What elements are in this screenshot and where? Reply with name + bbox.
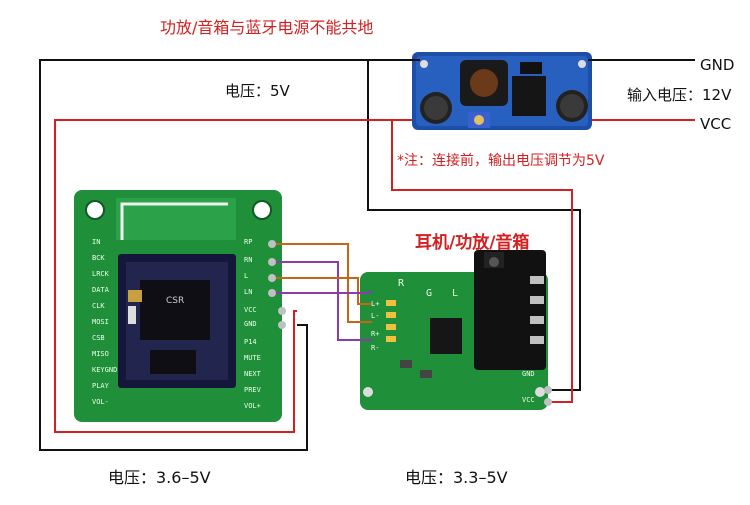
audio-wire-l <box>272 277 372 305</box>
audio-wire-rp <box>272 243 372 323</box>
gnd-wire-amp <box>367 60 581 391</box>
bt-pin-label: VCC <box>244 306 257 314</box>
amp-top-label: R <box>398 278 405 289</box>
bt-pin-label: P14 <box>244 338 257 346</box>
bt-pin-label: MISO <box>92 350 109 358</box>
gnd-label: GND <box>700 56 735 74</box>
bt-pin-label: CSB <box>92 334 105 342</box>
bt-pin-label: MUTE <box>244 354 261 362</box>
amp-pin-label: R+ <box>371 330 380 338</box>
diagram-title: 功放/音箱与蓝牙电源不能共地 <box>160 18 374 37</box>
bt-pin-label: RN <box>244 256 253 264</box>
bt-pin-label: BCK <box>92 254 105 262</box>
vcc-wire-bt <box>54 119 412 433</box>
amp-module-board <box>360 250 548 410</box>
amp-pin-label: R- <box>371 344 380 352</box>
amp-voltage-label: 电压：3.3–5V <box>405 468 508 487</box>
bt-voltage-label: 电压：3.6–5V <box>108 468 211 487</box>
bt-pin-label: L <box>244 272 249 280</box>
bt-pin-label: DATA <box>92 286 109 294</box>
vcc-wire-amp <box>391 120 573 403</box>
input-voltage-label: 输入电压：12V <box>627 86 732 104</box>
vcc-label: VCC <box>700 115 732 133</box>
amp-top-label: G <box>426 288 433 299</box>
bt-pin-label: VOL- <box>92 398 109 406</box>
audio-wire-rn <box>272 261 372 341</box>
bt-pin-label: IN <box>92 238 101 246</box>
bt-pin-label: MOSI <box>92 318 109 326</box>
bt-pin-label: PREV <box>244 386 261 394</box>
note-text: *注：连接前，输出电压调节为5V <box>397 153 605 169</box>
amp-module-title: 耳机/功放/音箱 <box>415 233 530 253</box>
power-module-board <box>412 52 592 130</box>
bt-pin-label: GND <box>244 320 257 328</box>
chip-label: CSR <box>166 296 185 306</box>
audio-wire-ln <box>272 291 372 294</box>
amp-pin-label: GND <box>522 370 535 378</box>
gnd-wire-bt <box>39 59 420 451</box>
bt-pin-label: CLK <box>92 302 105 310</box>
bt-pin-label: LN <box>244 288 253 296</box>
amp-top-label: L <box>452 288 459 299</box>
bt-pin-label: KEYGND <box>92 366 118 374</box>
amp-pin-label: VCC <box>522 396 535 404</box>
bt-pin-label: LRCK <box>92 270 109 278</box>
bt-pin-label: PLAY <box>92 382 109 390</box>
bt-module-board <box>74 190 282 422</box>
bt-pin-label: NEXT <box>244 370 261 378</box>
bt-pin-label: RP <box>244 238 253 246</box>
amp-pin-label: L- <box>371 312 380 320</box>
power-voltage-label: 电压：5V <box>225 82 290 100</box>
amp-pin-label: L+ <box>371 300 380 308</box>
bt-pin-label: VOL+ <box>244 402 261 410</box>
